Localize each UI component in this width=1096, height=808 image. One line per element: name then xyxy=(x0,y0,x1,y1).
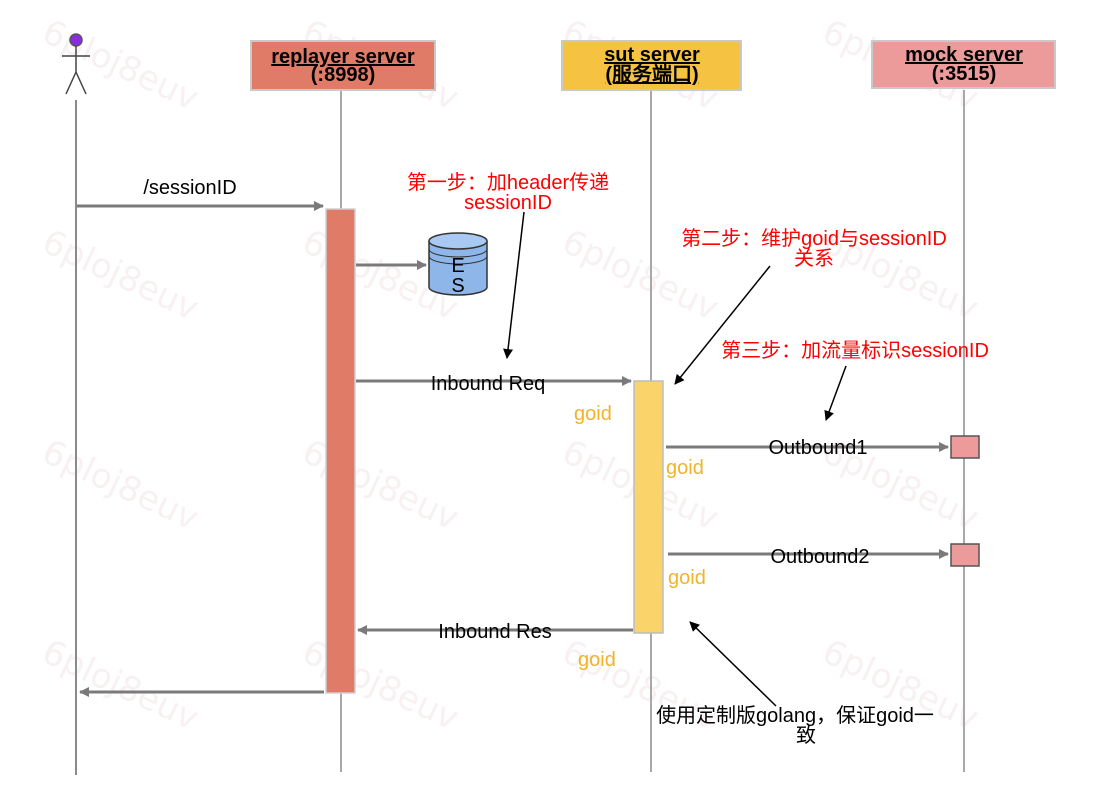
step1-text-line1: 第一步：加header传递 xyxy=(407,171,609,194)
goid-label: goid xyxy=(668,567,706,589)
goid-label: goid xyxy=(574,403,612,425)
note-text-line1: 使用定制版golang，保证goid一 xyxy=(656,704,934,727)
step1-pointer-arrow xyxy=(503,211,525,359)
inbound-req-label: Inbound Req xyxy=(431,373,546,395)
mock-name: mock server xyxy=(905,44,1023,66)
sut-name: sut server xyxy=(604,44,700,66)
step3-pointer-arrow xyxy=(824,365,847,421)
outbound2-label: Outbound2 xyxy=(771,546,870,568)
inbound-res-label: Inbound Res xyxy=(438,621,551,643)
note-pointer-arrow xyxy=(689,621,777,707)
step1-text-line2: sessionID xyxy=(464,192,552,214)
sut-activation xyxy=(633,380,664,634)
session-id-label: /sessionID xyxy=(143,177,236,199)
participant-mock: mock server (:3515) xyxy=(871,40,1056,89)
replayer-port: (:8998) xyxy=(311,64,375,86)
watermark-text: 6ploj8euv xyxy=(296,632,464,739)
es-label-line2: S xyxy=(451,275,464,297)
actor-icon xyxy=(62,33,90,95)
step2-text-line2: 关系 xyxy=(794,247,834,270)
goid-label: goid xyxy=(578,649,616,671)
step3-text: 第三步：加流量标识sessionID xyxy=(721,339,989,362)
watermark-text: 6ploj8euv xyxy=(36,632,204,739)
outbound1-label: Outbound1 xyxy=(769,437,868,459)
watermark-text: 6ploj8euv xyxy=(296,432,464,539)
es-database-icon: E S xyxy=(428,232,488,297)
watermark-text: 6ploj8euv xyxy=(36,222,204,329)
watermark-text: 6ploj8euv xyxy=(36,12,204,119)
participant-replayer: replayer server (:8998) xyxy=(250,40,436,91)
mock-activation-1 xyxy=(950,435,980,459)
sut-port: (服务端口) xyxy=(605,62,698,86)
watermark-text: 6ploj8euv xyxy=(36,432,204,539)
participant-sut: sut server (服务端口) xyxy=(561,40,742,91)
mock-activation-2 xyxy=(950,543,980,567)
goid-label: goid xyxy=(666,457,704,479)
step2-text-line1: 第二步：维护goid与sessionID xyxy=(681,227,947,250)
es-label-line1: E xyxy=(451,255,464,277)
replayer-activation xyxy=(325,208,356,694)
mock-port: (:3515) xyxy=(932,63,996,85)
step2-pointer-arrow xyxy=(674,265,771,385)
replayer-name: replayer server xyxy=(271,46,415,68)
note-text-line2: 致 xyxy=(796,724,816,747)
